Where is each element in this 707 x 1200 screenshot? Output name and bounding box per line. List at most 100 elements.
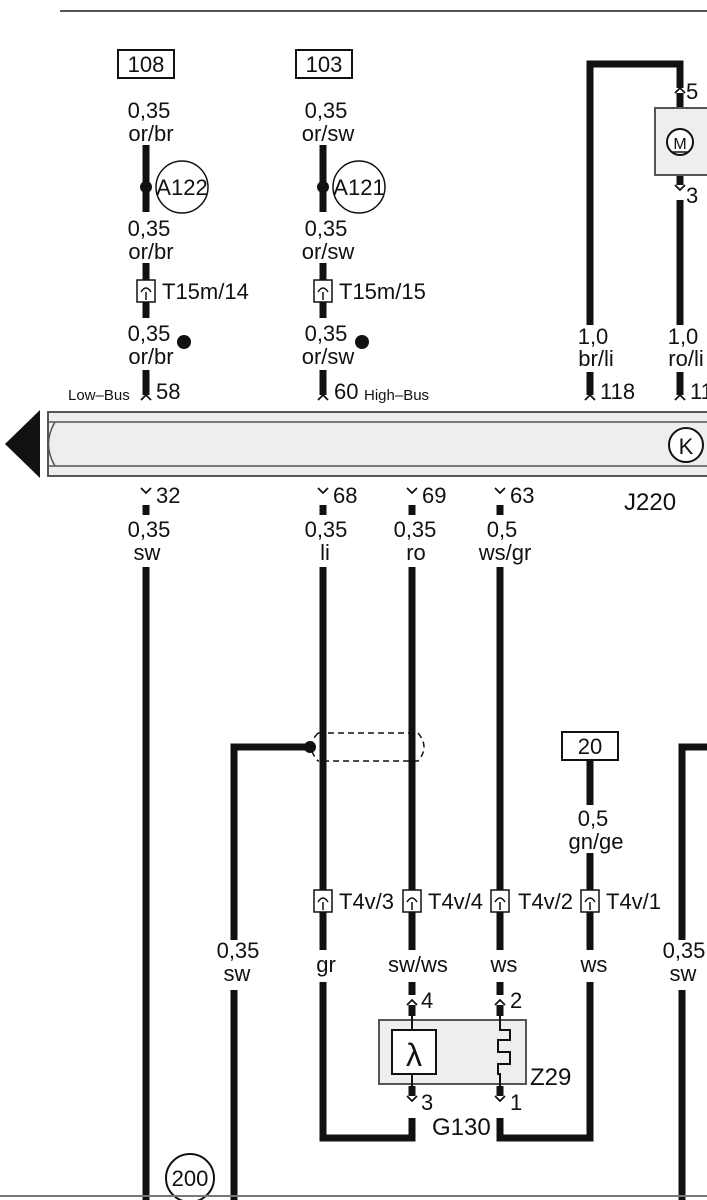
motor-icon [666, 128, 694, 156]
wire-color: or/sw [302, 344, 355, 369]
pin-stubs [408, 93, 684, 1096]
connector-t4v2-icon [490, 889, 510, 913]
component-labels: J220 Z29 G130 [432, 489, 676, 1141]
splice-dot-icon [177, 335, 191, 349]
wire-color: ws [580, 952, 608, 977]
pin-69-icon [406, 487, 418, 495]
splice-a122: A122 [140, 160, 209, 214]
wire-shield [230, 743, 310, 940]
connector-symbols [136, 279, 600, 913]
pin-3-icon [406, 1095, 418, 1103]
j220-label: J220 [624, 489, 676, 516]
pin-58-icon [140, 393, 152, 401]
connector-t4v1-label: T4v/1 [606, 889, 661, 914]
wire-gauge: 1,0 [668, 324, 699, 349]
pin-5-label: 5 [686, 79, 698, 104]
wire-color: sw [134, 540, 161, 565]
wire-gauge: 0,35 [663, 938, 706, 963]
connector-t4v4-icon [402, 889, 422, 913]
ref-108-label: 108 [128, 52, 165, 77]
wire-gauge: 0,35 [128, 517, 171, 542]
pin-63-icon [494, 487, 506, 495]
ref-200-label: 200 [172, 1166, 209, 1191]
connector-t4v1-icon [580, 889, 600, 913]
wire-gauge: 0,35 [128, 216, 171, 241]
pin-3top-icon [674, 184, 686, 192]
pin-labels: Low–Bus 58 60 High–Bus 118 11 32 68 69 6… [68, 79, 707, 1115]
wire-color: ro/li [668, 346, 703, 371]
wire-gauge: 0,35 [128, 98, 171, 123]
heater-icon [497, 1016, 511, 1086]
wire-color: or/br [128, 344, 173, 369]
pin-63-label: 63 [510, 483, 534, 508]
shield-icon [304, 732, 425, 762]
pin-5-icon [674, 86, 686, 94]
pin-1-label: 1 [510, 1090, 522, 1115]
wire-color: or/sw [302, 239, 355, 264]
pin-68-icon [317, 487, 329, 495]
ref-box-103: 103 [295, 49, 353, 79]
ref-box-108: 108 [117, 49, 175, 79]
pin-3top-label: 3 [686, 183, 698, 208]
pin-68-label: 68 [333, 483, 357, 508]
wire-color: gr [316, 952, 336, 977]
wire-gauge: 0,35 [217, 938, 260, 963]
wire-gauge: 0,35 [305, 517, 348, 542]
lambda-probe-component: λ [378, 1016, 527, 1086]
connector-wire-stubs [142, 270, 594, 918]
pin-32-label: 32 [156, 483, 180, 508]
wire-gauge: 0,35 [394, 517, 437, 542]
motor-symbol-label: M [673, 136, 686, 153]
pin-58-label: 58 [156, 379, 180, 404]
wire-color: gn/ge [568, 829, 623, 854]
pin-118-label: 118 [600, 379, 635, 404]
wire-color: br/li [578, 346, 613, 371]
wire-color: sw/ws [388, 952, 448, 977]
splice-a121: A121 [317, 160, 386, 214]
wire-gauge: 0,35 [305, 321, 348, 346]
connector-t15m15-label: T15m/15 [339, 279, 426, 304]
wire-gauge: 0,35 [128, 321, 171, 346]
connector-t4v2-label: T4v/2 [518, 889, 573, 914]
wire-color: ws/gr [478, 540, 532, 565]
lambda-symbol-label: λ [406, 1037, 422, 1073]
ref-103-label: 103 [306, 52, 343, 77]
pin-60-label: 60 [334, 379, 358, 404]
splice-a121-label: A121 [333, 175, 384, 200]
connector-labels: T15m/14 T15m/15 T4v/3 T4v/4 T4v/2 T4v/1 [162, 279, 661, 914]
connector-t15m14-icon [136, 279, 156, 303]
wire-labels: 0,35 or/br 0,35 or/sw 0,35 or/br 0,35 or… [128, 98, 706, 986]
wire-color: sw [670, 961, 697, 986]
splice-dot-icon [355, 335, 369, 349]
pin-69-label: 69 [422, 483, 446, 508]
ref-box-20: 20 [561, 731, 619, 761]
pin-32-icon [140, 487, 152, 495]
pin-1-icon [494, 1095, 506, 1103]
connector-t4v4-label: T4v/4 [428, 889, 483, 914]
pin-markers [140, 86, 686, 1103]
pin-11-icon [674, 393, 686, 401]
wire-color: ws [490, 952, 518, 977]
pin-11-label: 11 [690, 379, 707, 404]
pin-4-icon [406, 998, 418, 1006]
wire-color: or/br [128, 121, 173, 146]
wire-gauge: 0,5 [487, 517, 518, 542]
wire-gauge: 0,35 [305, 98, 348, 123]
wire-gr-b [319, 982, 416, 1142]
wire-color: ro [406, 540, 426, 565]
low-bus-label: Low–Bus [68, 387, 130, 404]
pin-118-icon [584, 393, 596, 401]
ground-k-icon: K [668, 427, 704, 463]
ref-circle-200: 200 [165, 1153, 215, 1200]
wire-color: or/br [128, 239, 173, 264]
pin-2-icon [494, 998, 506, 1006]
j220-module [47, 411, 707, 477]
lambda-sensor-icon [391, 1029, 437, 1075]
wire-br-li [586, 60, 684, 325]
ref-20-label: 20 [578, 734, 602, 759]
wire-color: or/sw [302, 121, 355, 146]
wire-color: li [320, 540, 330, 565]
high-bus-label: High–Bus [364, 387, 429, 404]
connector-t4v3-label: T4v/3 [339, 889, 394, 914]
